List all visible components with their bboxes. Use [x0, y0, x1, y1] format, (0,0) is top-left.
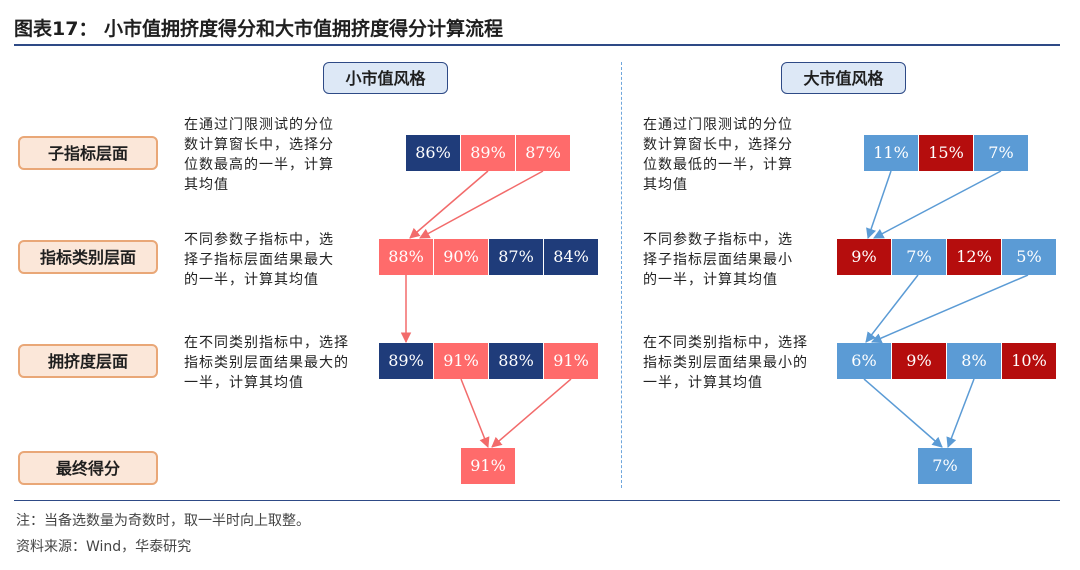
- small-crowding-cell-2: 91%: [434, 343, 488, 379]
- small-crowding-cell-3: 88%: [489, 343, 543, 379]
- large-crowding-cell-1: 6%: [837, 343, 891, 379]
- footnote: 注：当备选数量为奇数时，取一半时向上取整。: [16, 513, 310, 529]
- arrow-large-cat-to-crowd-2: [871, 274, 1029, 344]
- large-desc-sub: 在通过门限测试的分位 数计算窗长中，选择分 位数最低的一半，计算 其均值: [643, 117, 793, 193]
- large-sub-cell-3: 7%: [974, 135, 1028, 171]
- large-crowding-cell-2: 9%: [892, 343, 946, 379]
- small-category-cell-4: 84%: [544, 239, 598, 275]
- large-desc-crowding: 在不同类别指标中，选择 指标类别层面结果最小的 一半，计算其均值: [643, 335, 808, 391]
- small-sub-cell-2: 89%: [461, 135, 515, 171]
- large-crowding-cell-4: 10%: [1002, 343, 1056, 379]
- large-cap-style-title: 大市值风格: [781, 62, 906, 94]
- arrow-small-sub-to-cat-1: [409, 170, 489, 239]
- level-final-score: 最终得分: [18, 451, 158, 485]
- small-category-cell-1: 88%: [379, 239, 433, 275]
- large-sub-cell-1: 11%: [864, 135, 918, 171]
- arrow-small-crowd-to-final-1: [460, 378, 490, 448]
- large-final-score-cell: 7%: [918, 448, 972, 484]
- bottom-rule: [14, 500, 1060, 501]
- level-crowding: 拥挤度层面: [18, 344, 158, 378]
- small-category-cell-3: 87%: [489, 239, 543, 275]
- arrow-small-crowd-to-final-2: [491, 378, 572, 448]
- center-divider: [621, 62, 622, 488]
- large-category-cell-1: 9%: [837, 239, 891, 275]
- small-sub-cell-3: 87%: [516, 135, 570, 171]
- small-desc-crowding: 在不同类别指标中，选择 指标类别层面结果最大的 一半，计算其均值: [184, 335, 349, 391]
- small-desc-sub: 在通过门限测试的分位 数计算窗长中，选择分 位数最高的一半，计算 其均值: [184, 117, 334, 193]
- figure-title: 图表17： 小市值拥挤度得分和大市值拥挤度得分计算流程: [14, 18, 504, 40]
- level-indicator-category: 指标类别层面: [18, 240, 158, 274]
- large-sub-cell-2: 15%: [919, 135, 973, 171]
- large-desc-category: 不同参数子指标中，选 择子指标层面结果最小 的一半，计算其均值: [643, 232, 793, 288]
- level-sub-indicator: 子指标层面: [18, 136, 158, 170]
- small-desc-category: 不同参数子指标中，选 择子指标层面结果最大 的一半，计算其均值: [184, 232, 334, 288]
- source-note: 资料来源：Wind，华泰研究: [16, 539, 192, 555]
- arrow-large-sub-to-cat-1: [866, 170, 892, 239]
- arrow-large-sub-to-cat-2: [873, 170, 1002, 239]
- arrow-small-sub-to-cat-2: [419, 170, 544, 239]
- arrow-large-cat-to-crowd-1: [865, 274, 919, 343]
- large-category-cell-3: 12%: [947, 239, 1001, 275]
- large-category-cell-4: 5%: [1002, 239, 1056, 275]
- small-category-cell-2: 90%: [434, 239, 488, 275]
- arrow-large-crowd-to-final-2: [946, 378, 975, 448]
- small-final-score-cell: 91%: [461, 448, 515, 484]
- top-rule: [14, 44, 1060, 46]
- small-crowding-cell-1: 89%: [379, 343, 433, 379]
- arrow-large-crowd-to-final-1: [863, 378, 943, 448]
- small-sub-cell-1: 86%: [406, 135, 460, 171]
- large-crowding-cell-3: 8%: [947, 343, 1001, 379]
- small-crowding-cell-4: 91%: [544, 343, 598, 379]
- large-category-cell-2: 7%: [892, 239, 946, 275]
- small-cap-style-title: 小市值风格: [323, 62, 448, 94]
